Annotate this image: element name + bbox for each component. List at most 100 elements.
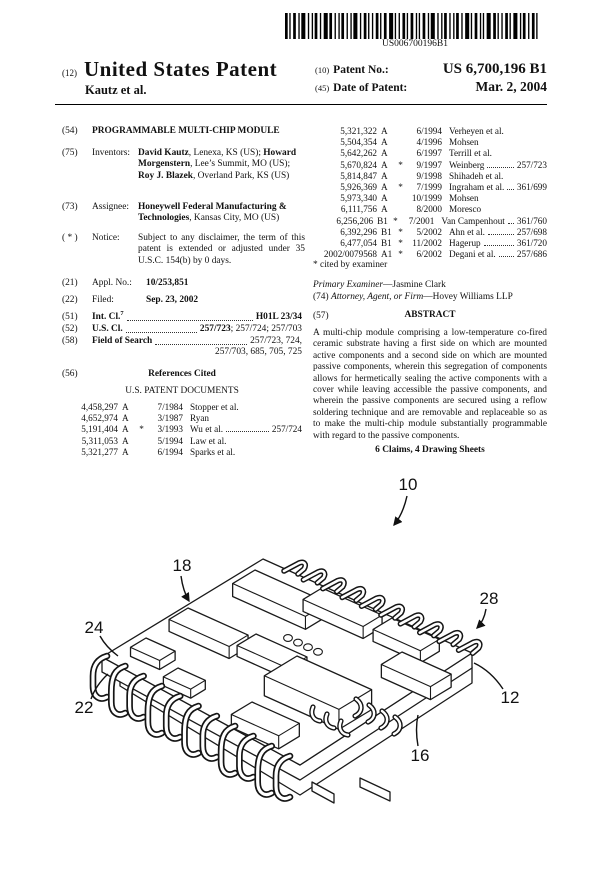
figure-leader-lines bbox=[90, 495, 504, 747]
ref-number: 6,111,756 bbox=[340, 204, 377, 215]
field-of-search-entry: (58) Field of Search 257/723, 724, bbox=[62, 336, 302, 346]
ref-number: 6,477,054 bbox=[340, 238, 377, 249]
ref-date: 5/2002 bbox=[416, 226, 442, 237]
attorney-line: (74) Attorney, Agent, or Firm—Hovey Will… bbox=[313, 292, 513, 302]
ref-date: 6/1994 bbox=[416, 126, 442, 136]
notice-text: Subject to any disclaimer, the term of t… bbox=[138, 233, 305, 266]
ref-kind-code: A bbox=[381, 204, 388, 215]
inventor-short-name: Kautz et al. bbox=[85, 83, 147, 97]
ref-number: 5,973,340 bbox=[340, 193, 377, 204]
inventors-entry: (75) Inventors: David Kautz, Lenexa, KS … bbox=[62, 148, 305, 182]
primary-examiner-line: Primary Examiner—Jasmine Clark bbox=[313, 280, 446, 290]
barcode-text: US006700196B1 bbox=[382, 39, 448, 49]
barcode bbox=[285, 13, 538, 39]
ref-examiner-star: * bbox=[139, 424, 144, 435]
ref-name: Wu et al. bbox=[190, 424, 224, 435]
date-code: (45) bbox=[315, 83, 330, 93]
references-cited-heading: References Cited bbox=[148, 369, 216, 379]
ref-dot-leader bbox=[483, 245, 514, 247]
ref-name: Ahn et al. bbox=[449, 226, 485, 237]
ref-name: Law et al. bbox=[190, 435, 227, 446]
figure-ref-12: 12 bbox=[501, 688, 520, 707]
ref-number: 5,504,354 bbox=[340, 137, 377, 148]
cited-by-examiner-note: * cited by examiner bbox=[313, 260, 388, 270]
ref-name: Ingraham et al. bbox=[449, 182, 505, 193]
ref-name: Van Campenhout bbox=[441, 215, 505, 226]
ref-kind-code: A bbox=[122, 402, 129, 412]
ref-number: 6,392,296 bbox=[340, 226, 377, 237]
ref-name: Verheyen et al. bbox=[449, 126, 504, 136]
ref-date: 9/1997 bbox=[416, 159, 442, 170]
ref-number: 4,652,974 bbox=[81, 413, 118, 424]
ref-kind-code: A bbox=[381, 193, 388, 204]
us-cl-value: 257/723; 257/724; 257/703 bbox=[199, 324, 302, 334]
ref-name: Weinberg bbox=[449, 159, 485, 170]
abstract-code: (57) bbox=[313, 311, 329, 321]
inventors-text: David Kautz, Lenexa, KS (US); Howard Mor… bbox=[138, 148, 297, 181]
ref-class: 257/698 bbox=[516, 226, 547, 237]
doc-kind-code: (12) bbox=[62, 68, 77, 78]
claims-drawing-sheets-line: 6 Claims, 4 Drawing Sheets bbox=[375, 445, 485, 455]
int-cl-entry: (51) Int. Cl.7 H01L 23/34 bbox=[62, 309, 302, 322]
figure-reference-numerals: 10 18 28 24 22 12 16 bbox=[75, 475, 520, 765]
figure-ref-22: 22 bbox=[75, 698, 94, 717]
ref-kind-code: B1 bbox=[377, 215, 388, 226]
ref-date: 5/1994 bbox=[157, 435, 183, 446]
assignee-text: Honeywell Federal Manufacturing & Techno… bbox=[138, 202, 287, 224]
ref-date: 3/1993 bbox=[157, 424, 183, 435]
ref-date: 6/1997 bbox=[416, 148, 442, 159]
ref-date: 6/1994 bbox=[157, 446, 183, 457]
leader-18 bbox=[180, 575, 190, 603]
dot-leader bbox=[126, 319, 253, 321]
ref-number: 5,321,277 bbox=[81, 446, 118, 457]
notice-entry: ( * ) Notice: Subject to any disclaimer,… bbox=[62, 233, 305, 266]
ref-class: 257/724 bbox=[271, 424, 302, 435]
field-of-search-line2: 257/703, 685, 705, 725 bbox=[215, 347, 302, 357]
ref-number: 5,926,369 bbox=[340, 182, 377, 193]
ref-name: Ryan bbox=[190, 413, 210, 424]
ref-kind-code: A bbox=[122, 413, 129, 424]
ref-kind-code: A bbox=[122, 446, 129, 457]
ref-name: Stopper et al. bbox=[190, 402, 239, 412]
ref-dot-leader bbox=[487, 233, 514, 235]
ref-examiner-star: * bbox=[398, 226, 403, 237]
ref-number: 5,642,262 bbox=[340, 148, 377, 159]
figure-ref-24: 24 bbox=[85, 618, 104, 637]
ref-name: Terrill et al. bbox=[449, 148, 492, 159]
invention-title: PROGRAMMABLE MULTI-CHIP MODULE bbox=[92, 126, 280, 136]
ref-examiner-star: * bbox=[398, 182, 403, 193]
ref-date: 7/1984 bbox=[157, 402, 183, 412]
figure-ref-28: 28 bbox=[480, 589, 499, 608]
ref-examiner-star: * bbox=[398, 159, 403, 170]
patent-number-row: (10) Patent No.: US 6,700,196 B1 bbox=[315, 61, 547, 78]
ref-name: Shihadeh et al. bbox=[449, 170, 504, 181]
leader-12 bbox=[473, 662, 504, 690]
ref-name: Hagerup bbox=[449, 238, 481, 249]
application-number: 10/253,851 bbox=[146, 278, 189, 288]
ref-name: Degani et al. bbox=[449, 249, 496, 260]
references-cited-code: (56) bbox=[62, 369, 78, 379]
ref-date: 7/2001 bbox=[408, 215, 435, 226]
ref-date: 6/2002 bbox=[416, 249, 442, 260]
patent-drawing-figure: 10 18 28 24 22 12 16 bbox=[75, 475, 520, 804]
ref-number: 5,311,053 bbox=[81, 435, 118, 446]
multi-chip-module-drawing bbox=[89, 558, 483, 804]
figure-ref-10: 10 bbox=[399, 475, 418, 494]
abstract-heading: ABSTRACT bbox=[404, 310, 456, 320]
header-divider bbox=[55, 104, 547, 105]
ref-name: Sparks et al. bbox=[190, 446, 236, 457]
dot-leader bbox=[155, 343, 248, 345]
ref-date: 10/1999 bbox=[411, 193, 442, 204]
ref-name: Moresco bbox=[449, 204, 482, 215]
